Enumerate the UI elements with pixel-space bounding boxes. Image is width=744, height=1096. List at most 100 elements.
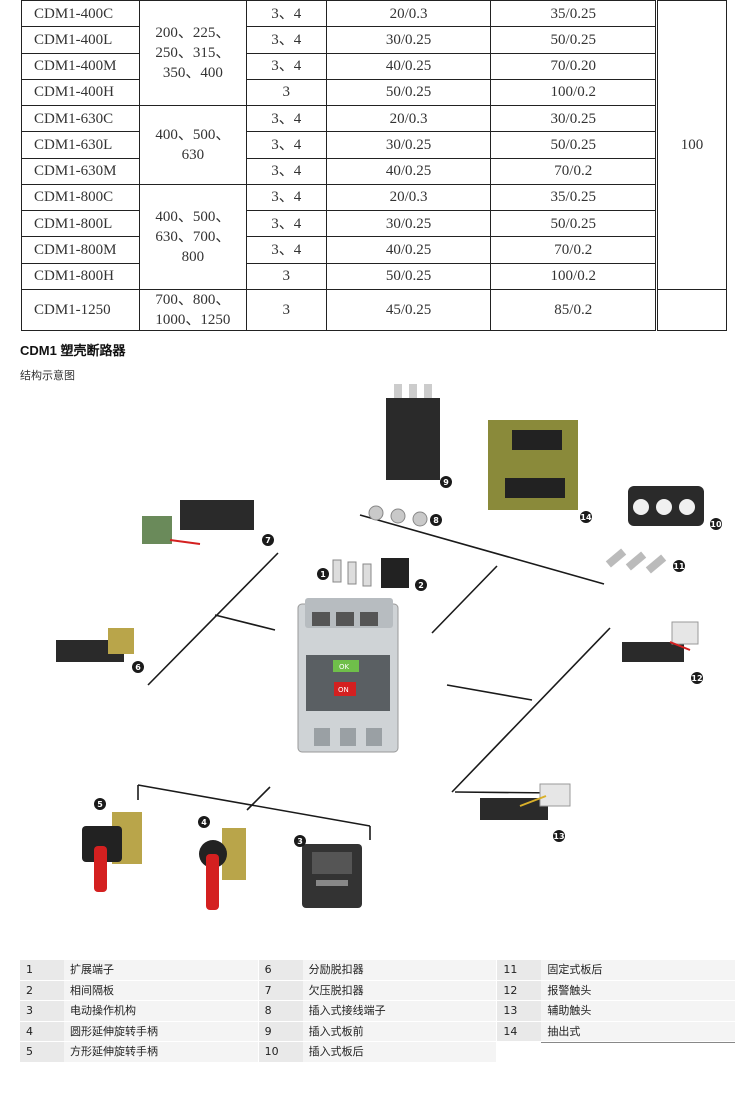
poles-cell: 3、4 <box>245 0 327 28</box>
ics2-cell: 30/0.25 <box>490 105 659 133</box>
ics1-cell: 50/0.25 <box>325 262 492 291</box>
undervoltage-trip <box>142 500 254 545</box>
legend-number: 8 <box>258 1001 303 1022</box>
motor-operator <box>302 844 362 908</box>
section-subtitle: 结构示意图 <box>20 369 75 382</box>
badge-14: 14 <box>580 511 592 523</box>
badge-label: 8 <box>433 516 439 525</box>
section-title: CDM1 塑壳断路器 <box>20 343 126 358</box>
current-line: 1000、1250 <box>155 312 231 328</box>
ics1-cell: 30/0.25 <box>325 26 492 54</box>
ics1-cell: 40/0.25 <box>325 157 492 185</box>
ics1-cell: 45/0.25 <box>325 289 492 331</box>
fixed-rear-connection <box>605 548 667 574</box>
structure-diagram: OK ON <box>56 384 722 910</box>
model-cell: CDM1-630L <box>21 131 140 159</box>
ics1-cell: 20/0.3 <box>325 0 492 28</box>
poles-cell: 3、4 <box>245 52 327 80</box>
ics1-cell: 40/0.25 <box>325 236 492 264</box>
table-row: CDM1-800C 400、500、 630、700、 800 3、4 20/0… <box>21 183 727 291</box>
connector-line <box>214 614 276 631</box>
draw-out-type <box>488 420 578 510</box>
poles-cell: 3、4 <box>245 26 327 54</box>
legend-text: 欠压脱扣器 <box>302 980 497 1002</box>
current-line: 700、800、 <box>155 292 231 308</box>
badge-4: 4 <box>198 816 210 828</box>
badge-label: 14 <box>580 513 592 522</box>
main-breaker: OK ON <box>297 598 399 753</box>
legend-text: 报警触头 <box>541 980 736 1002</box>
legend-number: 2 <box>20 980 64 1002</box>
extension-terminals <box>332 559 372 587</box>
legend-text: 方形延伸旋转手柄 <box>64 1042 258 1063</box>
badge-label: 10 <box>710 520 722 529</box>
legend-text: 辅助触头 <box>541 1001 736 1022</box>
badge-3: 3 <box>294 835 306 847</box>
badge-6: 6 <box>132 661 144 673</box>
model-cell: CDM1-630M <box>21 157 140 185</box>
current-line: 630、700、 <box>155 228 231 245</box>
poles-cell: 3、4 <box>245 236 327 264</box>
badge-label: 5 <box>97 800 103 809</box>
ics2-cell: 70/0.2 <box>490 157 659 185</box>
model-cell: CDM1-800H <box>21 262 140 291</box>
badge-10: 10 <box>710 518 722 530</box>
poles-cell: 3 <box>245 78 327 107</box>
model-cell: CDM1-400H <box>21 78 140 107</box>
legend-text: 插入式板后 <box>302 1042 497 1063</box>
ics1-cell: 30/0.25 <box>325 210 492 238</box>
legend-text: 固定式板后 <box>541 960 736 981</box>
legend-number-empty <box>497 1042 542 1063</box>
badge-11: 11 <box>673 560 685 572</box>
model-cell: CDM1-800L <box>21 210 140 238</box>
empty-cell <box>656 289 727 331</box>
connector-line <box>431 565 498 634</box>
connector-line <box>359 514 605 585</box>
badge-13: 13 <box>553 830 565 842</box>
badge-label: 3 <box>297 837 303 846</box>
model-cell: CDM1-400C <box>21 0 140 28</box>
table-row: CDM1-400H 3 50/0.25 100/0.2 <box>21 78 727 107</box>
round-rotary-handle <box>199 828 246 910</box>
current-line: 400、500、 <box>155 126 231 143</box>
badge-7: 7 <box>262 534 274 546</box>
connector-line <box>147 552 279 686</box>
current-cell: 400、500、 630、700、 800 <box>138 183 247 291</box>
badge-label: 7 <box>265 536 271 545</box>
current-line: 800 <box>181 248 205 265</box>
model-cell: CDM1-400M <box>21 52 140 80</box>
legend-number: 6 <box>258 960 303 981</box>
table-row: CDM1-630C 400、500、 630 3、4 20/0.3 30/0.2… <box>21 105 727 185</box>
ics2-cell: 50/0.25 <box>490 131 659 159</box>
table-row: CDM1-800L 3、4 30/0.25 50/0.25 <box>21 210 727 238</box>
legend-number: 11 <box>497 960 542 981</box>
current-cell: 700、800、 1000、1250 <box>138 289 247 331</box>
table-row: CDM1-1250 700、800、 1000、1250 3 45/0.25 8… <box>21 289 727 331</box>
plug-in-terminals <box>368 505 428 527</box>
badge-label: 11 <box>673 562 685 571</box>
square-rotary-handle <box>82 812 142 892</box>
badge-label: 6 <box>135 663 141 672</box>
legend-number: 14 <box>497 1021 542 1043</box>
legend-number: 4 <box>20 1021 64 1043</box>
ics2-cell: 70/0.2 <box>490 236 659 264</box>
badge-label: 2 <box>418 581 424 590</box>
legend-text: 抽出式 <box>541 1021 736 1043</box>
badge-5: 5 <box>94 798 106 810</box>
badge-label: 12 <box>691 674 702 683</box>
legend-text: 电动操作机构 <box>64 1001 258 1022</box>
table-row: CDM1-800H 3 50/0.25 100/0.2 <box>21 262 727 291</box>
connector-line <box>446 684 533 701</box>
table-row: CDM1-400C 200、225、 250、315、 350、400 3、4 … <box>21 0 727 290</box>
